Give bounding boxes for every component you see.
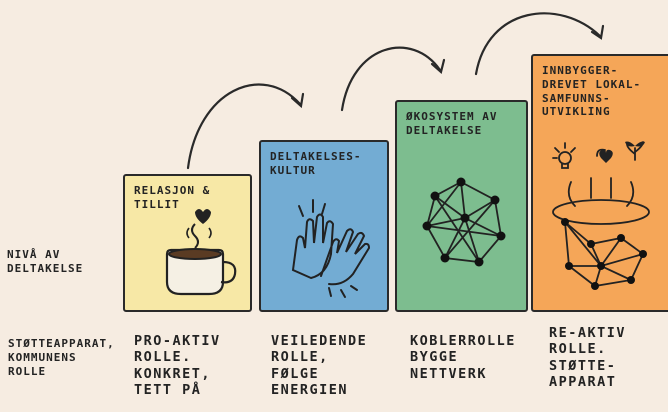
stage-box-participation-culture: DELTAKELSES- KULTUR xyxy=(259,140,389,312)
stage-title: DELTAKELSES- KULTUR xyxy=(270,150,362,177)
stage-box-citizen-driven: INNBYGGER- DREVET LOKAL- SAMFUNNS- UTVIK… xyxy=(531,54,668,312)
support-apparatus-label: STØTTEAPPARAT, KOMMUNENS ROLLE xyxy=(8,337,115,378)
network-ecosystem-icon xyxy=(422,177,506,267)
stage-role-proactive: PRO-AKTIV ROLLE. KONKRET, TETT PÅ xyxy=(134,333,221,399)
arrow-stage2-to-3 xyxy=(340,46,442,112)
stage-box-ecosystem: ØKOSYSTEM AV DELTAKELSE xyxy=(395,100,528,312)
arrow-stage3-to-4 xyxy=(474,12,602,76)
participation-level-label: NIVÅ AV DELTAKELSE xyxy=(7,248,84,275)
community-network-ideas-icon xyxy=(552,141,650,290)
stage-title: INNBYGGER- DREVET LOKAL- SAMFUNNS- UTVIK… xyxy=(542,64,642,119)
arrow-stage1-to-2 xyxy=(186,83,302,170)
coffee-cup-heart-icon xyxy=(165,209,237,296)
stage-title: ØKOSYSTEM AV DELTAKELSE xyxy=(406,110,498,137)
high-five-hands-icon xyxy=(291,199,371,298)
stage-role-connector: KOBLERROLLE BYGGE NETTVERK xyxy=(410,333,516,382)
stage-role-guiding: VEILEDENDE ROLLE, FØLGE ENERGIEN xyxy=(271,333,368,399)
stage-role-reactive: RE-AKTIV ROLLE. STØTTE- APPARAT xyxy=(549,325,627,391)
stage-title: RELASJON & TILLIT xyxy=(134,184,211,211)
stage-box-relation-trust: RELASJON & TILLIT xyxy=(123,174,252,312)
